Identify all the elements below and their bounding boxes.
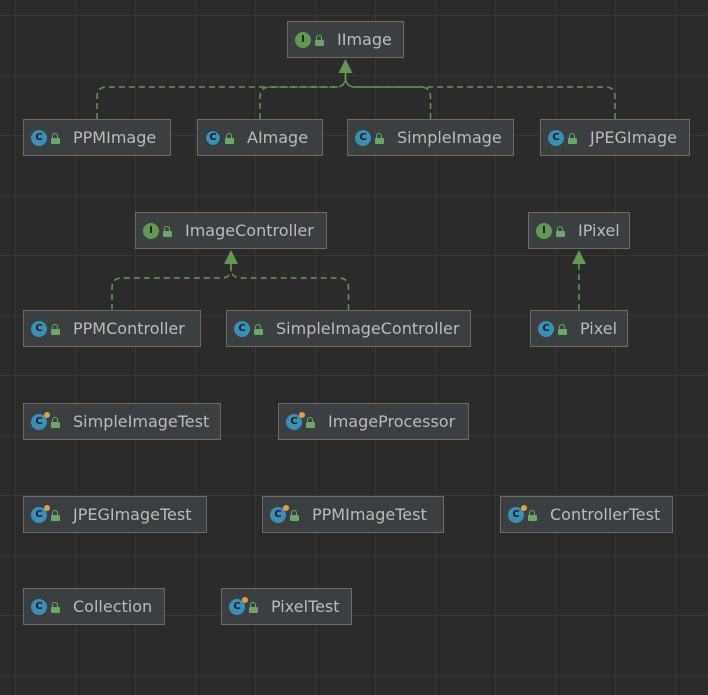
test-class-icon: C <box>31 411 50 430</box>
class-name-label: SimpleImageController <box>276 319 460 338</box>
visibility-lock-icon <box>51 601 60 613</box>
class-node-imageprocessor[interactable]: C ImageProcessor <box>278 403 469 440</box>
class-node-pixel[interactable]: C Pixel <box>530 310 628 347</box>
class-icon: C <box>548 129 564 146</box>
class-name-label: ImageController <box>185 221 314 240</box>
class-node-aimage[interactable]: C AImage <box>197 119 323 156</box>
class-node-collection[interactable]: C Collection <box>23 588 165 625</box>
class-name-label: SimpleImage <box>397 128 502 147</box>
test-class-icon: C <box>508 504 527 523</box>
class-name-label: IImage <box>337 30 392 49</box>
class-name-label: Pixel <box>580 319 618 338</box>
inheritance-arrowhead-imagecontroller <box>224 250 238 264</box>
class-node-jpegimagetest[interactable]: C JPEGImageTest <box>23 496 207 533</box>
visibility-lock-icon <box>225 132 234 144</box>
implements-edge-simpleimage-iimage <box>344 73 432 119</box>
class-name-label: ControllerTest <box>550 505 661 524</box>
abstract-class-icon: C <box>205 129 221 146</box>
visibility-lock-icon <box>51 509 60 521</box>
class-name-label: PPMImage <box>73 128 157 147</box>
test-class-icon: C <box>286 411 305 430</box>
class-icon: C <box>31 598 47 615</box>
class-node-simpleimagetest[interactable]: C SimpleImageTest <box>23 403 221 440</box>
class-node-ppmcontroller[interactable]: C PPMController <box>23 310 201 347</box>
inheritance-arrowhead-iimage <box>338 59 353 73</box>
visibility-lock-icon <box>568 132 577 144</box>
class-name-label: SimpleImageTest <box>73 412 210 431</box>
implements-edge-ppmcontroller-imagecontroller <box>111 264 232 310</box>
interface-icon: I <box>143 222 159 239</box>
test-class-icon: C <box>270 504 289 523</box>
visibility-lock-icon <box>163 225 172 237</box>
test-class-icon: C <box>229 596 248 615</box>
class-node-imagecontroller[interactable]: I ImageController <box>135 212 327 249</box>
visibility-lock-icon <box>290 509 299 521</box>
implements-edge-jpegimage-iimage <box>344 73 616 119</box>
class-icon: C <box>355 129 371 146</box>
class-name-label: IPixel <box>578 221 620 240</box>
class-icon: C <box>31 320 47 337</box>
class-node-ppmimage[interactable]: C PPMImage <box>23 119 171 156</box>
implements-edge-ppmimage-iimage <box>96 73 347 119</box>
interface-icon: I <box>295 31 311 48</box>
inheritance-arrowhead-ipixel <box>572 250 586 264</box>
visibility-lock-icon <box>51 416 60 428</box>
class-name-label: PPMImageTest <box>312 505 427 524</box>
class-icon: C <box>31 129 47 146</box>
implements-edge-aimage-iimage <box>259 73 347 119</box>
class-name-label: JPEGImageTest <box>73 505 192 524</box>
visibility-lock-icon <box>375 132 384 144</box>
class-name-label: PixelTest <box>271 597 340 616</box>
visibility-lock-icon <box>528 509 537 521</box>
class-name-label: PPMController <box>73 319 185 338</box>
visibility-lock-icon <box>249 601 258 613</box>
class-icon: C <box>234 320 250 337</box>
class-node-jpegimage[interactable]: C JPEGImage <box>540 119 690 156</box>
class-node-simpleimage[interactable]: C SimpleImage <box>347 119 514 156</box>
class-node-controllertest[interactable]: C ControllerTest <box>500 496 673 533</box>
class-name-label: AImage <box>247 128 309 147</box>
class-node-simpleimagecontroller[interactable]: C SimpleImageController <box>226 310 471 347</box>
visibility-lock-icon <box>556 225 565 237</box>
interface-icon: I <box>536 222 552 239</box>
class-name-label: Collection <box>73 597 153 616</box>
visibility-lock-icon <box>558 323 567 335</box>
class-name-label: ImageProcessor <box>328 412 456 431</box>
class-name-label: JPEGImage <box>590 128 677 147</box>
class-icon: C <box>538 320 554 337</box>
visibility-lock-icon <box>254 323 263 335</box>
visibility-lock-icon <box>306 416 315 428</box>
visibility-lock-icon <box>51 323 60 335</box>
class-node-ipixel[interactable]: I IPixel <box>528 212 630 249</box>
visibility-lock-icon <box>315 34 324 46</box>
class-node-iimage[interactable]: I IImage <box>287 21 404 58</box>
visibility-lock-icon <box>51 132 60 144</box>
implements-edge-simpleimagecontroller-imagecontroller <box>230 264 350 310</box>
test-class-icon: C <box>31 504 50 523</box>
class-node-pixeltest[interactable]: C PixelTest <box>221 588 352 625</box>
class-node-ppmimagetest[interactable]: C PPMImageTest <box>262 496 444 533</box>
